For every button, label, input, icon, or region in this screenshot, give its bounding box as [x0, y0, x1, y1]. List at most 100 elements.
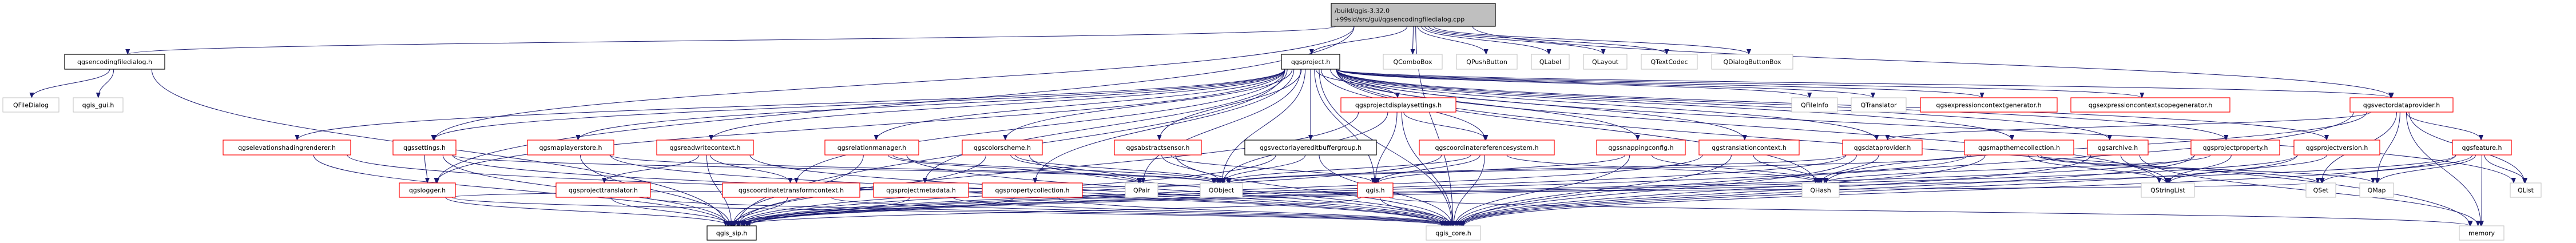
edge-qgsfeature-h-to-qlist [2484, 154, 2528, 184]
edge-qgsabstractsensor-h-to-qgis-h [1170, 154, 1376, 184]
node-label: qgsprojectmetadata.h [886, 187, 956, 194]
node-qgsprojectmetadata-h[interactable]: qgsprojectmetadata.h [873, 182, 969, 198]
node-qgslogger-h[interactable]: qgslogger.h [399, 182, 456, 198]
node-label: qgsvectordataprovider.h [2363, 102, 2440, 109]
node-label: qgsencodingfiledialog.h [77, 58, 152, 66]
edge-qgsmapthemecollection-h-to-qstringlist [2027, 154, 2169, 184]
edge-main-to-qdialogbuttonbox [1433, 26, 1751, 55]
node-qdialogbuttonbox: QDialogButtonBox [1711, 54, 1793, 70]
node-qgspropertycollection-h[interactable]: qgspropertycollection.h [982, 182, 1083, 198]
node-box [2293, 140, 2380, 156]
node-qgssettings-h[interactable]: qgssettings.h [392, 140, 457, 156]
node-qgsencodingfiledialog-h[interactable]: qgsencodingfiledialog.h [64, 54, 165, 70]
node-qgsrelationmanager-h[interactable]: qgsrelationmanager.h [824, 140, 919, 156]
node-qgssnappingconfig-h[interactable]: qgssnappingconfig.h [1596, 140, 1686, 156]
node-qgsmapthemecollection-h[interactable]: qgsmapthemecollection.h [1964, 140, 2074, 156]
edge-qgis-h-to-memory [1389, 197, 2472, 226]
node-qcombobox: QComboBox [1383, 54, 1443, 70]
node-qgsvectorlayereditbuffergroup-h[interactable]: qgsvectorlayereditbuffergroup.h [1244, 140, 1377, 156]
node-qset: QSet [2305, 182, 2336, 198]
edge-qgsprojectversion-h-to-qgis-core-h [1460, 154, 2298, 226]
node-qgsprojectdisplaysettings-h[interactable]: qgsprojectdisplaysettings.h [1340, 97, 1456, 113]
edge-qgsprojectdisplaysettings-h-to-qgis-h [1373, 111, 1398, 184]
node-label: qgspropertycollection.h [995, 187, 1069, 194]
node-box [873, 182, 969, 198]
edge-qgsdataprovider-h-to-qobject [1225, 154, 1847, 184]
node-qgscolorscheme-h[interactable]: qgscolorscheme.h [962, 140, 1043, 156]
node-qlabel: QLabel [1531, 54, 1570, 70]
edge-qgsprojectversion-h-to-qstringlist [2167, 154, 2327, 184]
node-label: /build/qgis-3.32.0 [1335, 7, 1390, 15]
node-box [527, 140, 614, 156]
node-label: qgsprojectproperty.h [2203, 144, 2268, 152]
node-qgis-sip-h[interactable]: qgis_sip.h [706, 225, 757, 241]
node-box [982, 182, 1083, 198]
node-box [1531, 54, 1570, 70]
node-box [1596, 140, 1686, 156]
edge-qgsmapthemecollection-h-to-qgis-core-h [1456, 154, 1986, 226]
node-box [64, 54, 165, 70]
edge-qgsprojectproperty-h-to-qhash [1822, 154, 2211, 184]
node-qgsabstractsensor-h[interactable]: qgsabstractsensor.h [1114, 140, 1202, 156]
edge-qgselevationshadingrenderer-h-to-qgis-sip-h [313, 154, 730, 226]
node-box [1851, 97, 1907, 113]
node-label: qgis_gui.h [82, 102, 114, 109]
node-box [1419, 140, 1555, 156]
edge-qgssnappingconfig-h-to-qgis-h [1375, 154, 1626, 184]
node-label: qgsproject.h [1291, 58, 1330, 66]
edge-qgsproject-h-to-qgslogger-h [434, 69, 1285, 184]
node-qgsvectordataprovider-h[interactable]: qgsvectordataprovider.h [2349, 97, 2454, 113]
edge-qgsproject-h-to-qgsarchive-h [1336, 69, 2112, 141]
node-label: QComboBox [1394, 58, 1432, 66]
node-qgsreadwritecontext-h[interactable]: qgsreadwritecontext.h [656, 140, 754, 156]
edge-main-to-qcombobox [1410, 26, 1415, 55]
node-box [1200, 182, 1243, 198]
node-box [2070, 97, 2230, 113]
node-qgsexpressioncontextgenerator-h[interactable]: qgsexpressioncontextgenerator.h [1920, 97, 2058, 113]
node-qgscoordinatetransformcontext-h[interactable]: qgscoordinatetransformcontext.h [722, 182, 860, 198]
edge-qgscolorscheme-h-to-qobject [1015, 154, 1222, 184]
node-box [1456, 54, 1518, 70]
edge-qgsproject-h-to-qgsexpressioncontextscopegenerator-h [1336, 69, 2144, 98]
node-box [1698, 140, 1800, 156]
node-label: QMap [2368, 187, 2386, 194]
node-box [1801, 182, 1840, 198]
node-main[interactable]: /build/qgis-3.32.0+99sid/src/gui/qgsenco… [1331, 3, 1496, 27]
edge-qgsprojecttranslator-h-to-qgis-sip-h [610, 197, 733, 226]
edge-qgsproject-h-to-qgsprojectproperty-h [1336, 69, 2229, 141]
node-qgsproject-h[interactable]: qgsproject.h [1281, 54, 1340, 70]
node-box [223, 140, 351, 156]
edge-qgsfeature-h-to-qgis-sip-h [747, 154, 2456, 226]
edge-qgsproject-h-to-qgsrelationmanager-h [874, 69, 1285, 141]
node-qgsexpressioncontextscopegenerator-h[interactable]: qgsexpressioncontextscopegenerator.h [2070, 97, 2230, 113]
node-qgstranslationcontext-h[interactable]: qgstranslationcontext.h [1698, 140, 1800, 156]
edge-main-to-qgsproject-h [1309, 26, 1408, 55]
edge-qgscolorscheme-h-to-qgis-sip-h [732, 154, 987, 226]
node-qgsdataprovider-h[interactable]: qgsdataprovider.h [1842, 140, 1923, 156]
node-qmap: QMap [2359, 182, 2394, 198]
node-box [1920, 97, 2058, 113]
edge-qgsmapthemecollection-h-to-qset [2037, 154, 2320, 184]
node-qgsprojectproperty-h[interactable]: qgsprojectproperty.h [2190, 140, 2280, 156]
edge-qgscoordinatereferencesystem-h-to-qgis-h [1374, 154, 1480, 184]
node-memory: memory [2459, 225, 2504, 241]
edge-qgsproject-h-to-qgspropertycollection-h [1033, 69, 1295, 184]
edge-qgsproject-h-to-qgsexpressioncontextgenerator-h [1336, 69, 1984, 98]
node-qgsarchive-h[interactable]: qgsarchive.h [2087, 140, 2149, 156]
node-qgis-h[interactable]: qgis.h [1357, 182, 1394, 198]
node-qgscoordinatereferencesystem-h[interactable]: qgscoordinatereferencesystem.h [1419, 140, 1555, 156]
edge-qgssettings-h-to-qobject [452, 154, 1216, 184]
node-box [73, 97, 124, 113]
edge-qgsreadwritecontext-h-to-qgis-core-h [749, 154, 1448, 226]
edge-qgsencodingfiledialog-h-to-qfiledialog [29, 69, 110, 98]
node-qgsfeature-h[interactable]: qgsfeature.h [2452, 140, 2512, 156]
node-qgsprojecttranslator-h[interactable]: qgsprojecttranslator.h [555, 182, 651, 198]
node-box [1281, 54, 1340, 70]
node-label: QLayout [1592, 58, 1619, 66]
node-qgselevationshadingrenderer-h[interactable]: qgselevationshadingrenderer.h [223, 140, 351, 156]
node-box [2452, 140, 2512, 156]
node-qgsmaplayerstore-h[interactable]: qgsmaplayerstore.h [527, 140, 614, 156]
node-qgsprojectversion-h[interactable]: qgsprojectversion.h [2293, 140, 2380, 156]
node-box [1964, 140, 2074, 156]
node-label: qgis_core.h [1435, 230, 1471, 237]
